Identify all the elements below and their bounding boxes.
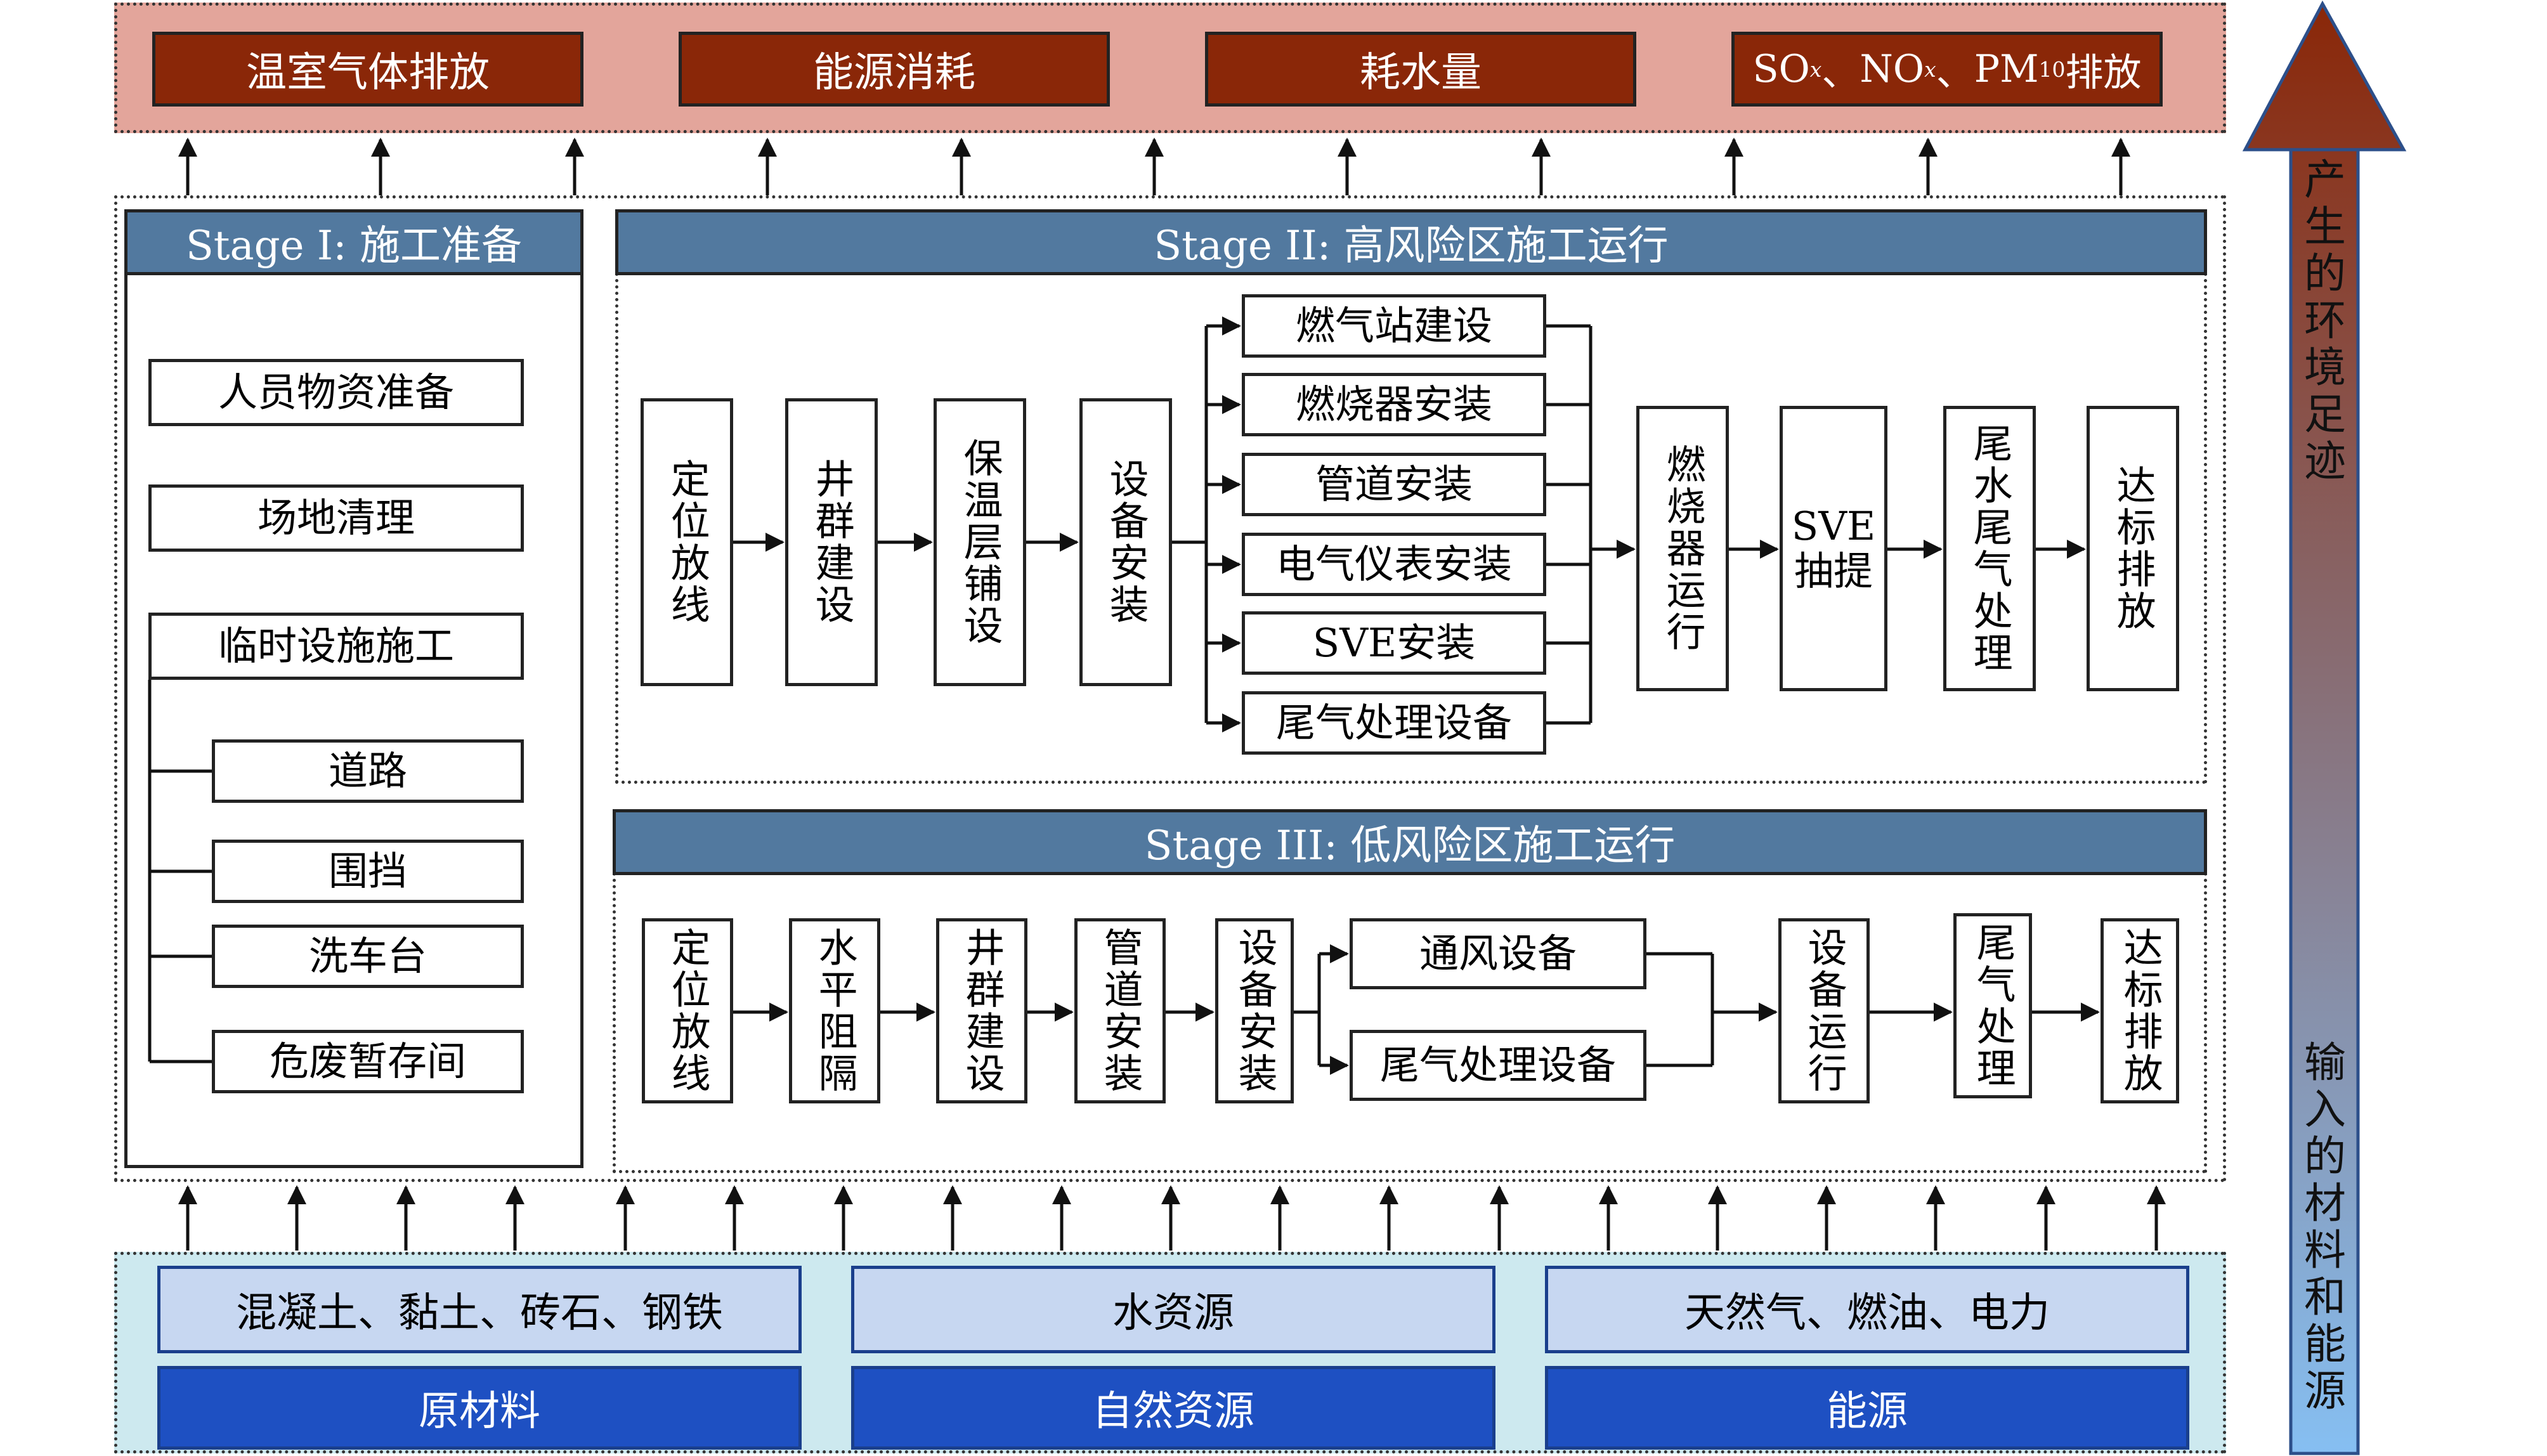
stage3-step-pipe-install: 管道安装 (1074, 918, 1166, 1103)
stage3-title: Stage III: 低风险区施工运行 (613, 809, 2207, 875)
stage1-tree (148, 680, 212, 1063)
stage3-offgas-treatment: 尾气处理 (1953, 913, 2032, 1098)
stage1-personnel-prep: 人员物资准备 (148, 359, 524, 426)
stage3-flow (733, 944, 2100, 1075)
side-arrow-bottom-label: 输入的材料和能源 (2297, 1040, 2346, 1415)
stage3-step-well-construction: 井群建设 (936, 918, 1027, 1103)
stage3-equipment-operation: 设备运行 (1778, 918, 1870, 1103)
stage2-offgas-equipment: 尾气处理设备 (1242, 691, 1546, 755)
stage2-burner-operation: 燃烧器运行 (1636, 406, 1729, 691)
stage2-step-well-construction: 井群建设 (785, 398, 878, 686)
stage2-step-insulation: 保温层铺设 (934, 398, 1026, 686)
stage3-offgas-equipment: 尾气处理设备 (1350, 1030, 1646, 1101)
stage2-step-positioning: 定位放线 (641, 398, 733, 686)
stage2-sve-install: SVE安装 (1242, 611, 1546, 675)
stage2-pipe-install: 管道安装 (1242, 453, 1546, 516)
side-arrow-top-label: 产生的环境足迹 (2297, 157, 2346, 486)
stage2-water-gas-treatment: 尾水尾气处理 (1943, 406, 2036, 691)
stage2-step-equipment-install: 设备安装 (1079, 398, 1172, 686)
stage3-step-positioning: 定位放线 (642, 918, 733, 1103)
stage2-flow (733, 316, 2086, 732)
output-water-consumption: 耗水量 (1205, 32, 1636, 107)
input-energy: 能源 (1545, 1366, 2189, 1450)
stage2-compliant-discharge: 达标排放 (2087, 406, 2179, 691)
input-raw-materials: 原材料 (157, 1366, 802, 1450)
stage1-fence: 围挡 (212, 840, 524, 903)
stage1-road: 道路 (212, 739, 524, 803)
stage2-gas-station: 燃气站建设 (1242, 294, 1546, 358)
stage3-compliant-discharge: 达标排放 (2101, 918, 2179, 1103)
side-arrow-shape (2242, 0, 2407, 1455)
stage3-step-equipment-install: 设备安装 (1215, 918, 1294, 1103)
stage1-hazardous-storage: 危废暂存间 (212, 1030, 524, 1093)
stage2-sve-extraction: SVE 抽提 (1780, 406, 1887, 691)
up-arrows-bottom (178, 1185, 2166, 1251)
output-energy-consumption: 能源消耗 (679, 32, 1110, 107)
stage1-title: Stage I: 施工准备 (124, 209, 583, 275)
stage1-temp-facility: 临时设施施工 (148, 613, 524, 680)
stage1-car-wash: 洗车台 (212, 925, 524, 988)
up-arrows-top (178, 138, 2130, 195)
input-natural-resources: 自然资源 (851, 1366, 1495, 1450)
stage2-title: Stage II: 高风险区施工运行 (615, 209, 2207, 275)
stage2-electrical-install: 电气仪表安装 (1242, 533, 1546, 596)
input-water-detail: 水资源 (851, 1266, 1495, 1353)
stage2-burner-install: 燃烧器安装 (1242, 373, 1546, 436)
stage3-step-horizontal-barrier: 水平阻隔 (789, 918, 880, 1103)
stage1-site-clearing: 场地清理 (148, 484, 524, 552)
output-ghg-emission: 温室气体排放 (152, 32, 583, 107)
input-energy-detail: 天然气、燃油、电力 (1545, 1266, 2189, 1353)
process-frame (114, 195, 2226, 1182)
stage3-ventilation: 通风设备 (1350, 918, 1646, 989)
input-materials-detail: 混凝土、黏土、砖石、钢铁 (157, 1266, 802, 1353)
